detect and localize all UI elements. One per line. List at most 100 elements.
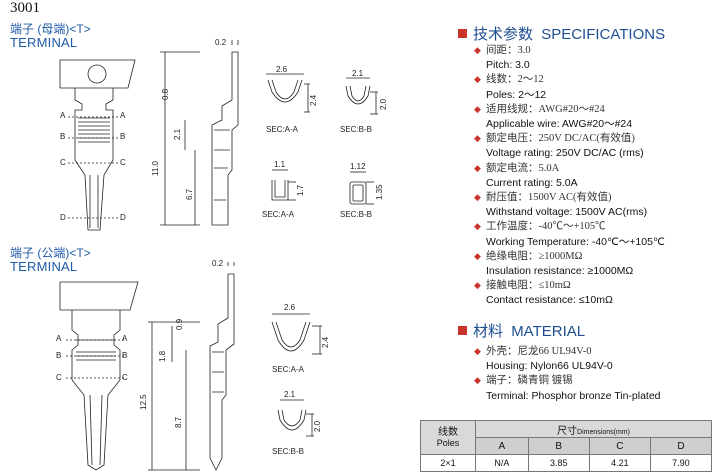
male-dim-87: 8.7 bbox=[174, 416, 183, 428]
dimensions-header: 尺寸Dimensions(mm) bbox=[475, 420, 712, 438]
female-sec4-width: 1.12 bbox=[350, 162, 366, 171]
female-terminal-label-en: TERMINAL bbox=[10, 35, 78, 50]
male-section-c-right: C bbox=[122, 373, 128, 382]
material-text-cn: 外壳：尼龙66 UL94V-0 bbox=[486, 346, 592, 357]
female-sec4-height: 1.35 bbox=[375, 184, 384, 200]
female-section-d-left: D bbox=[60, 213, 66, 222]
specifications-title-cn: 技术参数 bbox=[473, 26, 534, 43]
spec-item-cn: ◆ 耐压值：1500V AC(有效值) bbox=[474, 190, 665, 205]
female-section-c-left: C bbox=[60, 158, 66, 167]
spec-item-en: Voltage rating: 250V DC/AC (rms) bbox=[486, 147, 644, 160]
specifications-title-en: SPECIFICATIONS bbox=[541, 26, 666, 43]
spec-item-cn: ◆ 绝缘电阻：≥1000MΩ bbox=[474, 249, 665, 264]
female-terminal-label-cn: 端子 (母端)<T> bbox=[10, 22, 91, 36]
female-terminal-side-view bbox=[160, 40, 239, 226]
spec-text-cn: 额定电压：250V DC/AC(有效值) bbox=[486, 133, 635, 145]
poles-header-en: Poles bbox=[436, 437, 460, 448]
female-section-d-right: D bbox=[120, 213, 126, 222]
spec-text-cn: 间距：3.0 bbox=[486, 45, 531, 56]
red-square-bullet-icon bbox=[458, 326, 467, 335]
spec-text-cn: 绝缘电阻：≥1000MΩ bbox=[486, 250, 583, 262]
material-heading: 材料 MATERIAL bbox=[458, 320, 585, 341]
red-square-bullet-icon bbox=[458, 29, 467, 38]
spec-item-en: Withstand voltage: 1500V AC(rms) bbox=[486, 206, 648, 219]
dimension-column-header: A bbox=[475, 437, 529, 455]
male-terminal-front-view bbox=[59, 281, 139, 471]
spec-text-cn: 接触电阻：≤10mΩ bbox=[486, 280, 571, 292]
spec-item-cn: ◆ 工作温度：-40℃～+105℃ bbox=[474, 219, 665, 234]
female-terminal-front-view bbox=[59, 59, 136, 231]
female-sec2-width: 2.1 bbox=[352, 69, 364, 78]
diamond-bullet-icon: ◆ bbox=[474, 250, 481, 261]
dimensions-header-en: Dimensions(mm) bbox=[577, 428, 630, 436]
female-section-c-right: C bbox=[120, 158, 126, 167]
female-section-b-right: B bbox=[120, 132, 125, 141]
spec-item-cn: ◆ 间距：3.0 bbox=[474, 43, 665, 58]
female-sec-b-b-1 bbox=[345, 85, 371, 105]
male-dim-09: 0.9 bbox=[175, 318, 184, 330]
spec-text-cn: 适用线规：AWG#20～#24 bbox=[486, 103, 605, 115]
material-title-en: MATERIAL bbox=[511, 323, 586, 340]
diamond-bullet-icon: ◆ bbox=[474, 162, 481, 173]
male-section-b-left: B bbox=[56, 351, 61, 360]
spec-item-en: Pitch: 3.0 bbox=[486, 59, 530, 72]
spec-item-en: Working Temperature: -40℃～+105℃ bbox=[486, 235, 665, 248]
female-dim-21: 2.1 bbox=[173, 128, 182, 140]
diamond-bullet-icon: ◆ bbox=[474, 192, 481, 203]
male-sec1-width: 2.6 bbox=[284, 303, 296, 312]
female-sec1-height: 2.4 bbox=[309, 94, 318, 106]
dimension-column-header: C bbox=[588, 437, 651, 455]
male-section-c-left: C bbox=[56, 373, 62, 382]
specifications-heading: 技术参数 SPECIFICATIONS bbox=[458, 23, 665, 44]
material-title-cn: 材料 bbox=[473, 323, 504, 340]
female-sec3-width: 1.1 bbox=[274, 160, 286, 169]
male-dim-18: 1.8 bbox=[158, 350, 167, 362]
dimension-cell: 4.21 bbox=[588, 454, 651, 472]
male-sec2-label: SEC:B-B bbox=[272, 447, 304, 456]
dimension-cell: N/A bbox=[475, 454, 529, 472]
female-sec3-label: SEC:A-A bbox=[262, 210, 295, 219]
male-terminal-side-view bbox=[148, 262, 235, 471]
diamond-bullet-icon: ◆ bbox=[474, 45, 481, 55]
diamond-bullet-icon: ◆ bbox=[474, 375, 481, 386]
spec-item-cn: ◆适用线规：AWG#20～#24 bbox=[474, 102, 665, 117]
dimension-cell: 3.85 bbox=[527, 454, 590, 472]
female-sec1-label: SEC:A-A bbox=[266, 125, 299, 134]
dimension-column-header: B bbox=[527, 437, 590, 455]
spec-text-cn: 线数：2～12 bbox=[486, 74, 544, 86]
poles-header: 线数 Poles bbox=[420, 420, 476, 455]
female-sec2-label: SEC:B-B bbox=[340, 125, 372, 134]
material-item-en: Terminal: Phosphor bronze Tin-plated bbox=[486, 389, 661, 402]
male-section-b-right: B bbox=[122, 351, 127, 360]
male-sec2-height: 2.0 bbox=[313, 420, 322, 432]
male-sec1-height: 2.4 bbox=[321, 336, 330, 348]
dimension-cell: 7.90 bbox=[649, 454, 713, 472]
material-item-cn: ◆端子：磷青铜 镀锡 bbox=[474, 373, 661, 388]
female-sec3-height: 1.7 bbox=[296, 184, 305, 196]
male-dim-125: 12.5 bbox=[139, 394, 148, 410]
diamond-bullet-icon: ◆ bbox=[474, 74, 481, 85]
spec-item-cn: ◆ 线数：2～12 bbox=[474, 72, 665, 87]
diamond-bullet-icon: ◆ bbox=[474, 346, 481, 356]
diamond-bullet-icon: ◆ bbox=[474, 221, 481, 232]
male-sec-b-b bbox=[277, 409, 307, 431]
spec-text-cn: 工作温度：-40℃～+105℃ bbox=[486, 221, 606, 233]
material-item-cn: ◆ 外壳：尼龙66 UL94V-0 bbox=[474, 344, 661, 359]
dimensions-header-cn: 尺寸 bbox=[557, 425, 578, 437]
spec-item-en: Poles: 2～12 bbox=[486, 88, 547, 101]
male-sec2-width: 2.1 bbox=[284, 390, 296, 399]
spec-text-cn: 额定电流：5.0A bbox=[486, 162, 560, 174]
spec-text-cn: 耐压值：1500V AC(有效值) bbox=[486, 192, 612, 204]
male-terminal-label-en: TERMINAL bbox=[10, 259, 78, 274]
diamond-bullet-icon: ◆ bbox=[474, 133, 481, 144]
female-section-a-right: A bbox=[120, 111, 126, 120]
female-sec-b-b-2 bbox=[349, 181, 367, 205]
female-sec1-width: 2.6 bbox=[276, 65, 288, 74]
poles-header-cn: 线数 bbox=[438, 426, 458, 438]
spec-item-en: Applicable wire: AWG#20～#24 bbox=[486, 118, 633, 131]
female-sec4-label: SEC:B-B bbox=[340, 210, 372, 219]
spec-item-en: Current rating: 5.0A bbox=[486, 176, 578, 189]
poles-cell: 2×1 bbox=[420, 454, 476, 472]
